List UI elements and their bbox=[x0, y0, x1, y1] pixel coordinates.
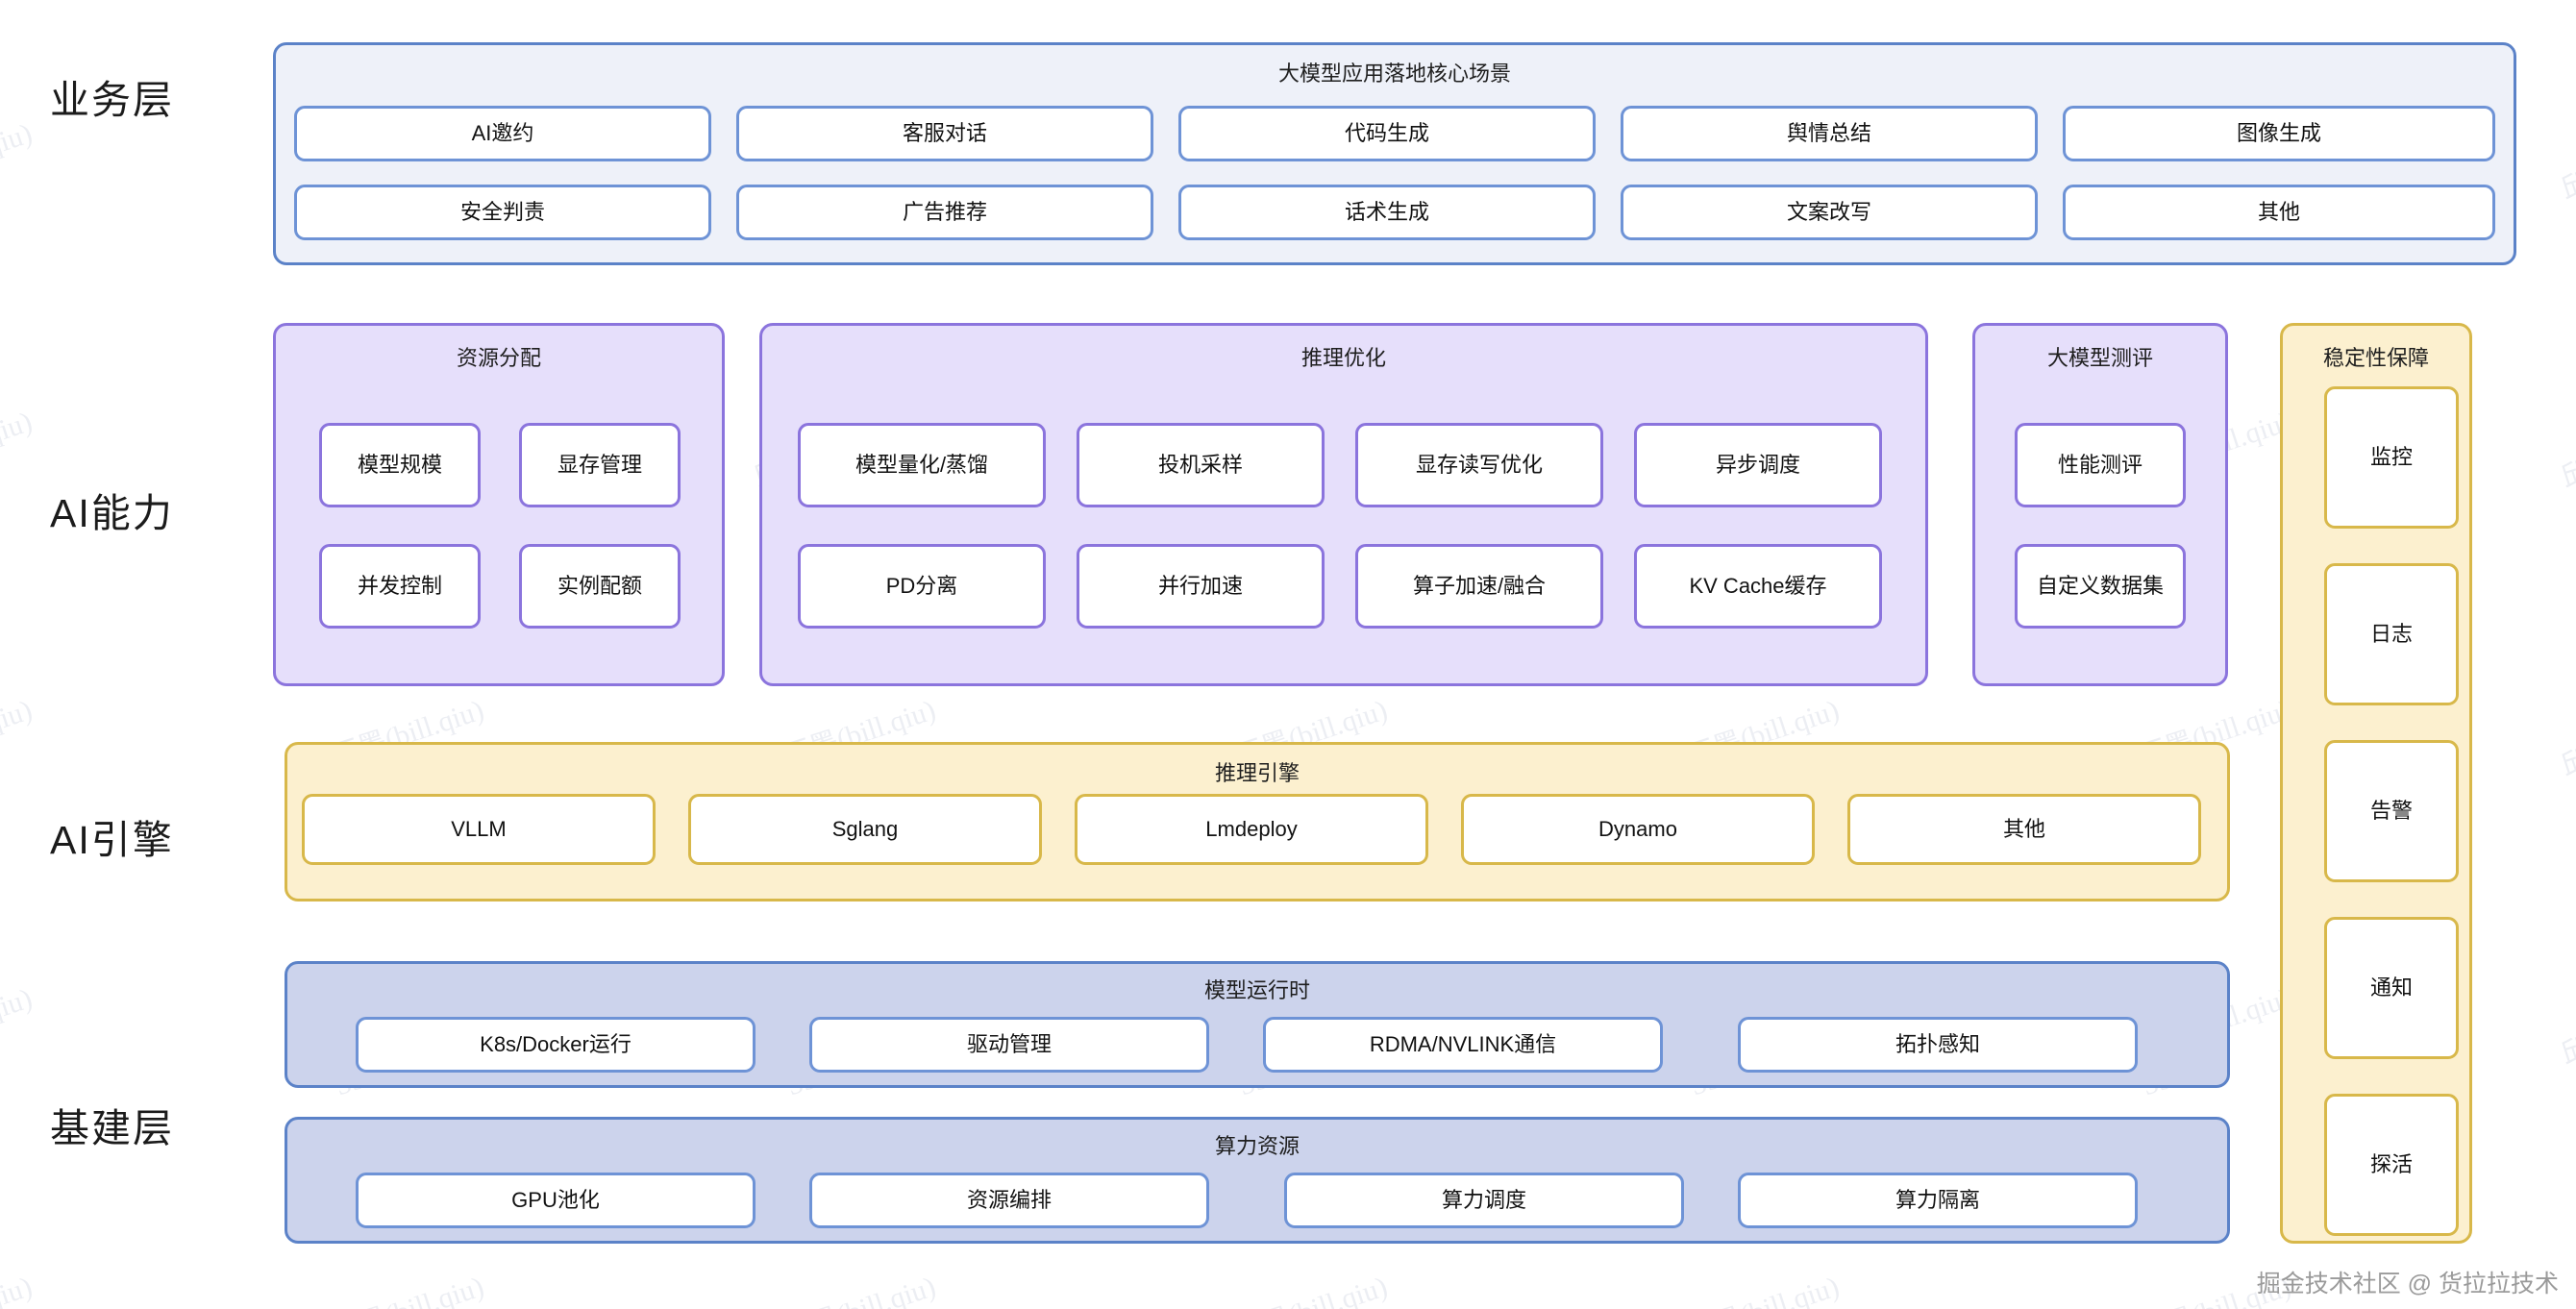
infra-chip-resource-orchestration[interactable]: 资源编排 bbox=[809, 1173, 1209, 1228]
stability-chip-logging[interactable]: 日志 bbox=[2324, 563, 2459, 705]
stability-chip-liveness-probe[interactable]: 探活 bbox=[2324, 1094, 2459, 1236]
capability-chip-model-scale[interactable]: 模型规模 bbox=[319, 423, 481, 507]
layer-label-ai-capability: AI能力 bbox=[50, 491, 174, 535]
stability-chip-monitoring[interactable]: 监控 bbox=[2324, 386, 2459, 529]
engine-chip-other[interactable]: 其他 bbox=[1847, 794, 2201, 865]
capability-chip-speculative-sampling[interactable]: 投机采样 bbox=[1077, 423, 1325, 507]
engine-chip-sglang[interactable]: Sglang bbox=[688, 794, 1042, 865]
infra-chip-k8s-docker[interactable]: K8s/Docker运行 bbox=[356, 1017, 755, 1073]
engine-chip-lmdeploy[interactable]: Lmdeploy bbox=[1075, 794, 1428, 865]
infra-chip-driver-management[interactable]: 驱动管理 bbox=[809, 1017, 1209, 1073]
infra-chip-topology-awareness[interactable]: 拓扑感知 bbox=[1738, 1017, 2138, 1073]
capability-chip-operator-fusion[interactable]: 算子加速/融合 bbox=[1355, 544, 1603, 629]
capability-chip-kv-cache[interactable]: KV Cache缓存 bbox=[1634, 544, 1882, 629]
capability-chip-async-scheduling[interactable]: 异步调度 bbox=[1634, 423, 1882, 507]
watermark-tile: 邱雨墨(bill.qiu) 3563 bbox=[0, 117, 37, 207]
capability-chip-vram-management[interactable]: 显存管理 bbox=[519, 423, 681, 507]
watermark-tile: 邱雨墨(bill.qiu) 3563 bbox=[1653, 1268, 1856, 1309]
infra-chip-compute-scheduling[interactable]: 算力调度 bbox=[1284, 1173, 1684, 1228]
watermark-tile: 邱雨墨(bill.qiu) 3563 bbox=[0, 694, 37, 783]
engine-chip-vllm[interactable]: VLLM bbox=[302, 794, 656, 865]
credit-text: 掘金技术社区 @ 货拉拉技术 bbox=[2256, 1271, 2559, 1297]
business-chip-image-generation[interactable]: 图像生成 bbox=[2063, 106, 2495, 161]
business-chip-copywriting-rewrite[interactable]: 文案改写 bbox=[1621, 185, 2038, 240]
watermark-tile: 邱雨墨(bill.qiu) 3563 bbox=[298, 1268, 501, 1309]
watermark-tile: 邱雨墨(bill.qiu) 3563 bbox=[2557, 1268, 2576, 1309]
watermark-tile: 邱雨墨(bill.qiu) 3563 bbox=[0, 406, 37, 495]
stability-title: 稳定性保障 bbox=[2322, 346, 2429, 370]
capability-chip-performance-evaluation[interactable]: 性能测评 bbox=[2015, 423, 2186, 507]
watermark-tile: 邱雨墨(bill.qiu) 3563 bbox=[2557, 117, 2576, 207]
capability-chip-custom-dataset[interactable]: 自定义数据集 bbox=[2015, 544, 2186, 629]
watermark-tile: 邱雨墨(bill.qiu) 3563 bbox=[2557, 982, 2576, 1072]
business-chip-code-generation[interactable]: 代码生成 bbox=[1178, 106, 1596, 161]
infra-chip-rdma-nvlink[interactable]: RDMA/NVLINK通信 bbox=[1263, 1017, 1663, 1073]
layer-label-infrastructure: 基建层 bbox=[50, 1106, 174, 1150]
stability-chip-alerting[interactable]: 告警 bbox=[2324, 740, 2459, 882]
watermark-tile: 邱雨墨(bill.qiu) 3563 bbox=[750, 1268, 953, 1309]
infra-chip-gpu-pooling[interactable]: GPU池化 bbox=[356, 1173, 755, 1228]
business-chip-sentiment-summary[interactable]: 舆情总结 bbox=[1621, 106, 2038, 161]
capability-chip-vram-io-optimization[interactable]: 显存读写优化 bbox=[1355, 423, 1603, 507]
watermark-tile: 邱雨墨(bill.qiu) 3563 bbox=[0, 1268, 49, 1309]
engine-chip-dynamo[interactable]: Dynamo bbox=[1461, 794, 1815, 865]
infra-chip-compute-isolation[interactable]: 算力隔离 bbox=[1738, 1173, 2138, 1228]
layer-label-business: 业务层 bbox=[50, 78, 174, 122]
business-layer-title: 大模型应用落地核心场景 bbox=[1277, 62, 1511, 86]
resource-allocation-title: 资源分配 bbox=[456, 346, 541, 370]
business-chip-script-generation[interactable]: 话术生成 bbox=[1178, 185, 1596, 240]
stability-chip-notification[interactable]: 通知 bbox=[2324, 917, 2459, 1059]
business-chip-other[interactable]: 其他 bbox=[2063, 185, 2495, 240]
model-runtime-title: 模型运行时 bbox=[1203, 978, 1310, 1002]
ai-engine-title: 推理引擎 bbox=[1214, 761, 1300, 785]
capability-chip-pd-disaggregation[interactable]: PD分离 bbox=[798, 544, 1046, 629]
watermark-tile: 邱雨墨(bill.qiu) 3563 bbox=[2557, 406, 2576, 495]
business-chip-safety-liability[interactable]: 安全判责 bbox=[294, 185, 711, 240]
business-chip-ad-recommendation[interactable]: 广告推荐 bbox=[736, 185, 1153, 240]
inference-optimization-title: 推理优化 bbox=[1300, 346, 1386, 370]
capability-chip-quantization-distillation[interactable]: 模型量化/蒸馏 bbox=[798, 423, 1046, 507]
model-evaluation-title: 大模型测评 bbox=[2046, 346, 2153, 370]
watermark-tile: 邱雨墨(bill.qiu) 3563 bbox=[2557, 694, 2576, 783]
watermark-tile: 邱雨墨(bill.qiu) 3563 bbox=[1201, 1268, 1404, 1309]
compute-resource-title: 算力资源 bbox=[1214, 1134, 1300, 1158]
layer-label-ai-engine: AI引擎 bbox=[50, 818, 174, 862]
watermark-tile: 邱雨墨(bill.qiu) 3563 bbox=[0, 982, 37, 1072]
business-chip-ai-invite[interactable]: AI邀约 bbox=[294, 106, 711, 161]
capability-chip-concurrency-control[interactable]: 并发控制 bbox=[319, 544, 481, 629]
business-chip-customer-service[interactable]: 客服对话 bbox=[736, 106, 1153, 161]
capability-chip-instance-quota[interactable]: 实例配额 bbox=[519, 544, 681, 629]
capability-chip-parallel-acceleration[interactable]: 并行加速 bbox=[1077, 544, 1325, 629]
